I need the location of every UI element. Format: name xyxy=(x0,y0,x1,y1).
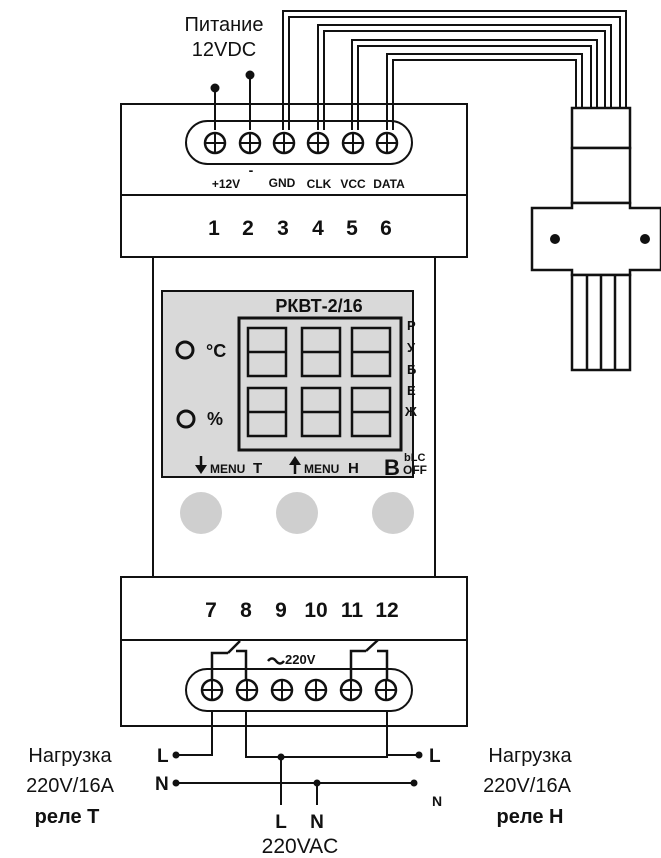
top-terminal-labels: +12V - GND CLK VCC DATA xyxy=(212,162,405,191)
terminal-number-4: 4 xyxy=(312,217,324,240)
left-load-title: Нагрузка xyxy=(28,745,112,767)
digit-6 xyxy=(350,386,392,438)
top-screws xyxy=(203,131,399,155)
bottom-screw-9 xyxy=(270,678,294,702)
right-letter-label: B xyxy=(384,455,400,480)
top-terminal-numbers: 1 2 3 4 5 6 xyxy=(208,217,392,240)
terminal-number-10: 10 xyxy=(304,599,327,622)
digit-2 xyxy=(300,326,342,378)
label-clk: CLK xyxy=(307,177,332,191)
top-screw-6 xyxy=(375,131,399,155)
terminal-number-1: 1 xyxy=(208,217,220,240)
bottom-terminal-block xyxy=(185,668,413,712)
terminal-number-5: 5 xyxy=(346,217,358,240)
mid-letter-label: H xyxy=(348,460,359,477)
terminal-number-9: 9 xyxy=(275,599,287,622)
left-load-rating: 220V/16A xyxy=(26,775,115,797)
left-load-label: Нагрузка 220V/16A реле T xyxy=(26,745,115,828)
side-glyph-2: У xyxy=(407,340,416,355)
bottom-terminal-numbers: 7 8 9 10 11 12 xyxy=(205,599,399,622)
button-b-blc-off[interactable] xyxy=(372,492,414,534)
side-glyph-1: Р xyxy=(407,318,416,333)
right-n-label: N xyxy=(432,793,442,809)
left-l-label: L xyxy=(157,746,169,767)
right-top-label: bLC xyxy=(404,452,425,464)
digit-4 xyxy=(246,386,288,438)
sensor xyxy=(530,106,661,372)
top-screw-1 xyxy=(203,131,227,155)
power-voltage: 12VDC xyxy=(192,39,256,61)
side-glyph-4: Е xyxy=(407,383,416,398)
right-load-rating: 220V/16A xyxy=(483,775,572,797)
label-minus: - xyxy=(249,162,254,178)
temp-led-indicator xyxy=(175,340,195,360)
model-label: РКВТ-2/16 xyxy=(275,296,362,316)
terminal-number-8: 8 xyxy=(240,599,252,622)
terminal-number-12: 12 xyxy=(375,599,398,622)
label-plus12v: +12V xyxy=(212,177,240,191)
wire-dots xyxy=(172,751,423,787)
seven-segment-digits xyxy=(246,326,392,438)
supply-label: 220V xyxy=(285,652,316,667)
label-gnd: GND xyxy=(269,176,296,190)
digit-3 xyxy=(350,326,392,378)
button-up-menu-h[interactable] xyxy=(276,492,318,534)
button-down-menu-t[interactable] xyxy=(180,492,222,534)
load-wiring xyxy=(176,710,419,805)
bottom-screw-12 xyxy=(374,678,398,702)
right-bottom-label: OFF xyxy=(403,463,427,477)
relay-contacts xyxy=(210,639,389,690)
top-screw-3 xyxy=(272,131,296,155)
lcd-window xyxy=(237,316,403,452)
top-screw-2 xyxy=(238,131,262,155)
sensor-mount-holes xyxy=(550,234,650,244)
left-letter-label: T xyxy=(253,460,262,477)
right-load-title: Нагрузка xyxy=(488,745,572,767)
top-terminal-block xyxy=(185,120,413,165)
right-load-label: Нагрузка 220V/16A реле H xyxy=(483,745,572,828)
bottom-screw-7 xyxy=(200,678,224,702)
left-load-relay: реле T xyxy=(35,806,100,828)
hum-unit-label: % xyxy=(207,409,223,429)
top-screw-5 xyxy=(341,131,365,155)
left-menu-label: MENU xyxy=(210,462,245,476)
left-n-label: N xyxy=(155,774,169,795)
right-l-label: L xyxy=(429,746,441,767)
temp-unit-label: °C xyxy=(206,341,226,361)
mains-l-label: L xyxy=(275,812,287,833)
tilde-icon xyxy=(267,657,285,665)
digit-1 xyxy=(246,326,288,378)
terminal-number-7: 7 xyxy=(205,599,217,622)
terminal-number-3: 3 xyxy=(277,217,289,240)
hum-led-indicator xyxy=(176,409,196,429)
mid-menu-label: MENU xyxy=(304,462,339,476)
bottom-screws xyxy=(200,678,398,702)
right-load-relay: реле H xyxy=(497,806,564,828)
bottom-screw-8 xyxy=(235,678,259,702)
bottom-screw-10 xyxy=(304,678,328,702)
power-title: Питание xyxy=(185,14,264,36)
label-vcc: VCC xyxy=(340,177,366,191)
mains-n-label: N xyxy=(310,812,324,833)
side-glyph-5: Ж xyxy=(404,404,417,419)
bottom-screw-11 xyxy=(339,678,363,702)
terminal-number-11: 11 xyxy=(341,599,364,622)
up-arrow-icon xyxy=(289,456,301,474)
mains-voltage-label: 220VAC xyxy=(262,835,339,858)
terminal-number-2: 2 xyxy=(242,217,254,240)
top-screw-4 xyxy=(306,131,330,155)
label-data: DATA xyxy=(373,177,405,191)
digit-5 xyxy=(300,386,342,438)
side-glyph-3: Б xyxy=(407,362,416,377)
terminal-number-6: 6 xyxy=(380,217,392,240)
device-body xyxy=(120,103,468,727)
sensor-cable xyxy=(282,10,627,130)
down-arrow-icon xyxy=(195,456,207,474)
side-glyphs: Р У Б Е Ж xyxy=(404,318,417,419)
